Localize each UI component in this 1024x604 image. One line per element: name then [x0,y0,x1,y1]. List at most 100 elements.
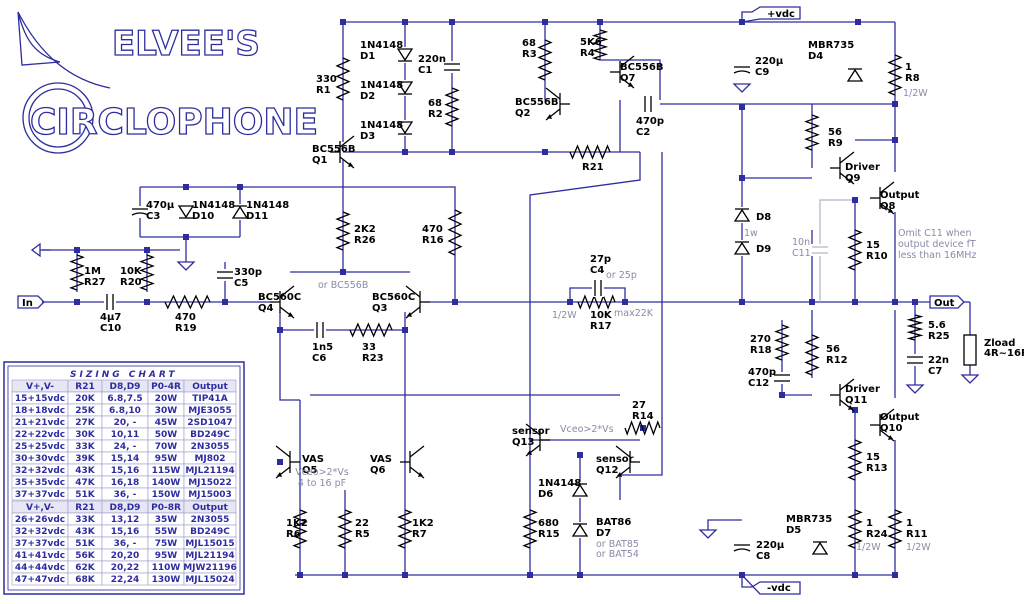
q7-ref: Q7 [620,73,636,84]
sizing-row-4r-cell: MJL21194 [185,466,234,476]
diode-d2 [396,80,414,96]
c4-value: 27p [590,254,611,265]
r20-ref: R20 [120,277,142,288]
resistor-r18 [774,324,790,361]
sizing-header-8r-cell: P0-8R [151,503,181,513]
sizing-row-8r-cell: 20,22 [111,563,139,573]
sizing-row-4r-cell: 24, - [114,442,137,452]
sizing-row-4r-cell: 47K [75,478,96,488]
transistor-q1 [330,135,355,169]
c11-note-line1: Omit C11 when [898,228,972,239]
resistor-r9 [804,114,820,151]
c6-value: 1n5 [312,342,333,353]
d8-ref: D8 [756,212,771,223]
q1-value: BC556B [312,144,355,155]
sizing-row-8r-cell: 47+47vdc [15,575,65,585]
sizing-row-4r-cell: 16,18 [111,478,139,488]
c1-value: 220n [418,54,446,65]
sizing-row-8r-cell: 32+32vdc [15,527,65,537]
sizing-header-4r-cell: Output [192,382,228,392]
r15-ref: R15 [538,529,560,540]
q3-value: BC560C [372,292,415,303]
d2-value: 1N4148 [360,80,403,91]
capacitor-c6 [314,321,326,339]
capacitor-c12 [773,372,791,384]
diode-d6 [571,482,589,498]
sizing-row-4r-cell: 39K [75,454,96,464]
capacitor-c1 [443,61,461,73]
d4-ref: D4 [808,51,823,62]
r26-ref: R26 [354,235,376,246]
q2-ref: Q2 [515,108,531,119]
resistor-r8 [887,54,903,96]
c12-value: 470p [748,367,776,378]
c11-note-line3: less than 16MHz [898,250,976,261]
r18-ref: R18 [750,345,772,356]
q10-ref: Q10 [880,423,902,434]
r26-value: 2K2 [354,224,376,235]
r2-value: 68 [428,98,442,109]
r17-max: max22K [614,308,654,319]
q6-ref: Q6 [370,465,386,476]
sizing-row-4r-cell: 2SD1047 [187,418,232,428]
diode-d5 [811,540,829,556]
capacitor-c11 [811,244,829,256]
c2-ref: C2 [636,127,650,138]
sizing-row-4r-cell: 21+21vdc [15,418,65,428]
sizing-row-8r-cell: 37+37vdc [15,539,65,549]
resistor-r11 [887,509,903,549]
r16-value: 470 [422,224,443,235]
c7-value: 22n [928,355,949,366]
d11-ref: D11 [246,211,268,222]
r23-value: 33 [362,342,376,353]
r7-value: 1K2 [412,518,434,529]
resistor-r24 [847,509,863,549]
resistor-r21 [569,144,611,160]
d10-ref: D10 [192,211,214,222]
c2-value: 470p [636,116,664,127]
resistor-r26 [335,211,351,251]
sizing-header-8r-cell: V+,V- [26,503,54,513]
sizing-row-8r-cell: 36, - [114,539,137,549]
sizing-row-4r-cell: 15+15vdc [15,394,65,404]
sizing-row-4r-cell: 150W [152,490,181,500]
sizing-row-4r-cell: 15,16 [111,466,139,476]
diode-d1 [396,47,414,63]
sizing-row-4r-cell: 10,11 [111,430,139,440]
c9-value: 220µ [755,56,784,67]
c5-ref: C5 [234,278,248,289]
r19-value: 470 [175,312,196,323]
q12-value: sensor [596,454,634,465]
sizing-row-4r-cell: MJE3055 [188,406,232,416]
sizing-row-4r-cell: 95W [155,454,178,464]
c3-ref: C3 [146,211,160,222]
ground-symbols [30,83,980,539]
transistor-q8 [870,181,895,215]
sizing-row-4r-cell: 30+30vdc [15,454,65,464]
output-tag: Out [929,295,970,309]
input-tag: In [17,295,45,309]
r14-value: 27 [632,400,646,411]
load-resistor [963,334,977,366]
sizing-row-8r-cell: 56K [75,551,96,561]
r9-value: 56 [828,127,842,138]
d7-ref: D7 [596,528,611,539]
r1-ref: R1 [316,85,331,96]
r6-ref: R6 [286,529,301,540]
sizing-row-4r-cell: BD249C [190,430,230,440]
sizing-row-4r-cell: 25+25vdc [15,442,65,452]
q3-ref: Q3 [372,303,388,314]
r4-ref: R4 [580,48,595,59]
r8-ref: R8 [905,73,920,84]
resistor-r3 [537,39,553,81]
c3-value: 470µ [146,200,175,211]
capacitor-c4 [592,279,604,297]
